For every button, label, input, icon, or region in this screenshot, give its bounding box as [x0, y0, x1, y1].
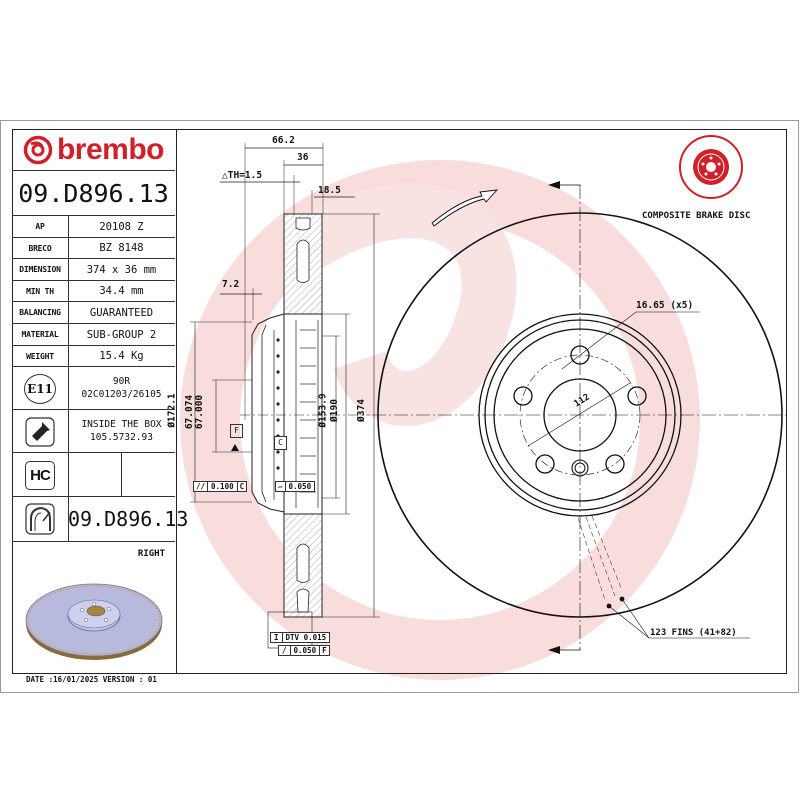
runout-value: 0.050: [291, 646, 321, 655]
spec-row: DIMENSION 374 x 36 mm: [12, 259, 175, 281]
tolerance-dtv: I DTV 0.015: [270, 632, 331, 643]
datum-f: F: [230, 424, 243, 438]
spec-label: BRECO: [28, 243, 52, 253]
spec-value: GUARANTEED: [89, 306, 154, 319]
parallel-symbol-icon: //: [194, 482, 209, 491]
part-number: 09.D896.13: [18, 178, 169, 208]
brand-name: brembo: [56, 132, 165, 166]
spec-label: WEIGHT: [26, 351, 54, 361]
spec-label: BALANCING: [19, 308, 61, 317]
bolt-hole-label: 16.65 (x5): [636, 300, 694, 311]
spec-row: WEIGHT 15.4 Kg: [12, 346, 175, 367]
spec-row: BALANCING GUARANTEED: [12, 302, 175, 324]
tolerance-flatness: ▱ 0.050: [275, 481, 316, 492]
parallel-ref: C: [239, 482, 245, 491]
spec-row: BRECO BZ 8148: [12, 238, 175, 259]
brembo-watermark-icon: [180, 160, 700, 680]
dim-overall-width: 66.2: [272, 135, 295, 146]
composite-label: COMPOSITE BRAKE DISC: [642, 211, 751, 221]
homologation-number: 02C01203/26105: [81, 389, 162, 400]
part-number-repeat-row: 09.D896.13: [12, 497, 189, 542]
sheet-outer-frame: [0, 120, 799, 693]
datum-c: C: [274, 436, 287, 450]
spec-table: AP 20108 Z BRECO BZ 8148 DIMENSION 374 x 36…: [12, 216, 175, 367]
homologation-row: E11 90R 02C01203/26105: [12, 367, 175, 410]
spec-row: MATERIAL SUB-GROUP 2: [12, 324, 175, 346]
composite-disc-icon: [679, 135, 743, 199]
flatness-value: 0.050: [288, 482, 312, 491]
brand-cell: brembo: [12, 129, 175, 171]
spec-value: BZ 8148: [99, 242, 144, 254]
sheet-inner-frame: [12, 129, 787, 674]
dtv-value: DTV 0.015: [285, 633, 327, 642]
icon-rows: E11 90R 02C01203/26105 INSIDE THE BOX 10…: [12, 367, 189, 542]
part-number-cell: 09.D896.13: [12, 171, 175, 216]
dim-thickness: 36: [297, 152, 309, 163]
spec-label: MIN TH: [26, 286, 54, 296]
spec-value: SUB-GROUP 2: [86, 328, 157, 341]
dim-hat-offset: 7.2: [222, 279, 240, 290]
screw-location: INSIDE THE BOX: [81, 419, 162, 430]
spec-label: DIMENSION: [19, 265, 61, 274]
tolerance-runout: / 0.050 F: [278, 645, 330, 656]
homologation-code: 90R: [112, 376, 131, 387]
spec-row: AP 20108 Z: [12, 216, 175, 238]
parallel-value: 0.100: [208, 482, 238, 491]
runout-ref: F: [322, 646, 327, 655]
datum-f-triangle-icon: [231, 444, 239, 451]
screw-part-number: 105.5732.93: [90, 432, 153, 443]
screw-icon: [25, 417, 55, 447]
runout-symbol-icon: /: [279, 646, 291, 655]
screw-row: INSIDE THE BOX 105.5732.93: [12, 410, 175, 453]
dim-delta-th: △TH=1.5: [222, 170, 263, 181]
brembo-logo-icon: [23, 135, 53, 164]
disc-render-image: [25, 583, 163, 660]
spec-value: 20108 Z: [99, 220, 144, 233]
spec-value: 374 x 36 mm: [86, 263, 157, 276]
spec-row: MIN TH 34.4 mm: [12, 281, 175, 302]
side-label: RIGHT: [137, 549, 165, 559]
tolerance-parallelism: // 0.100 C: [193, 481, 248, 492]
hc-row: HC: [12, 453, 175, 497]
info-column: brembo 09.D896.13 AP 20108 Z BRECO BZ 8148…: [12, 129, 189, 674]
render-cell: RIGHT: [12, 542, 175, 674]
fins-label: 123 FINS (41+82): [650, 628, 737, 638]
footer-date-version: DATE :16/01/2025 VERSION : 01: [26, 675, 157, 684]
disc-profile-icon: [25, 503, 55, 535]
part-number-repeat: 09.D896.13: [68, 507, 189, 531]
spec-label: MATERIAL: [21, 330, 59, 339]
flatness-symbol-icon: ▱: [276, 482, 286, 491]
e11-icon: E11: [24, 374, 56, 404]
spec-label: AP: [35, 222, 45, 231]
spec-value: 34.4 mm: [99, 285, 144, 297]
dim-face: 18.5: [318, 185, 341, 196]
dtv-symbol-icon: I: [271, 633, 283, 642]
spec-value: 15.4 Kg: [99, 350, 144, 362]
hc-badge-icon: HC: [25, 461, 55, 490]
